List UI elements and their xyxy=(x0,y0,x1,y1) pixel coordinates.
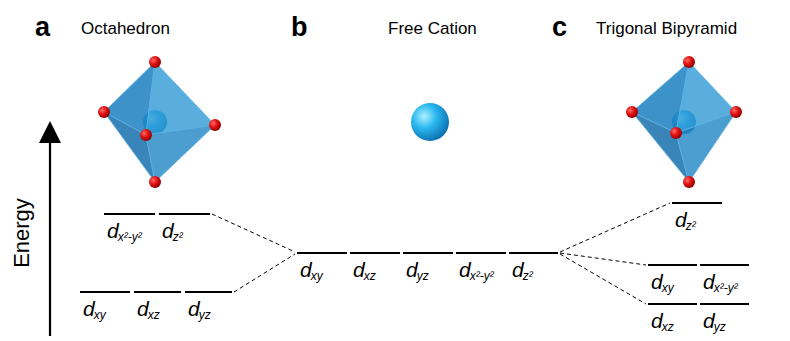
orbital-subscript: z² xyxy=(173,231,183,243)
orbital-symbol: d xyxy=(651,271,663,292)
orbital-subscript: z² xyxy=(523,270,533,282)
orbital-subscript: xy xyxy=(311,270,323,282)
orbital-subscript: yz xyxy=(199,309,211,321)
orbital-subscript: z² xyxy=(686,220,696,232)
orbital-subscript: xy xyxy=(94,309,106,321)
orbital-subscript: yz xyxy=(417,270,429,282)
energy-levels xyxy=(80,203,749,304)
orbital-symbol: d xyxy=(406,259,418,280)
orbital-subscript: x²-y² xyxy=(714,282,738,294)
orbital-symbol: d xyxy=(353,259,365,280)
orbital-symbol: d xyxy=(703,271,715,292)
orbital-symbol: d xyxy=(459,259,471,280)
panel-letter: a xyxy=(35,14,50,41)
orbital-symbol: d xyxy=(512,259,524,280)
trigonal-bipyramid xyxy=(626,56,742,188)
orbital-subscript: x²-y² xyxy=(470,270,494,282)
orbital-symbol: d xyxy=(675,209,687,230)
orbital-symbol: d xyxy=(300,259,312,280)
energy-axis xyxy=(49,132,51,336)
orbital-symbol: d xyxy=(162,220,174,241)
orbital-symbol: d xyxy=(703,310,715,331)
orbital-symbol: d xyxy=(188,298,200,319)
panel-title: Free Cation xyxy=(388,20,477,37)
orbital-symbol: d xyxy=(651,310,663,331)
panel-letter: c xyxy=(552,14,567,41)
axis-label: Energy xyxy=(11,198,33,268)
orbital-subscript: xy xyxy=(662,282,674,294)
correlation-lines xyxy=(212,203,670,304)
panel-letter: b xyxy=(291,14,308,41)
orbital-subscript: xz xyxy=(364,270,376,282)
orbital-subscript: xz xyxy=(148,309,160,321)
orbital-symbol: d xyxy=(107,220,119,241)
panel-title: Trigonal Bipyramid xyxy=(596,20,737,37)
orbital-subscript: yz xyxy=(714,321,726,333)
orbital-symbol: d xyxy=(137,298,149,319)
octahedron xyxy=(98,56,221,188)
orbital-symbol: d xyxy=(83,298,95,319)
orbital-subscript: x²-y² xyxy=(118,231,142,243)
panel-title: Octahedron xyxy=(81,20,170,37)
orbital-subscript: xz xyxy=(662,321,674,333)
cation-sphere xyxy=(411,103,449,141)
